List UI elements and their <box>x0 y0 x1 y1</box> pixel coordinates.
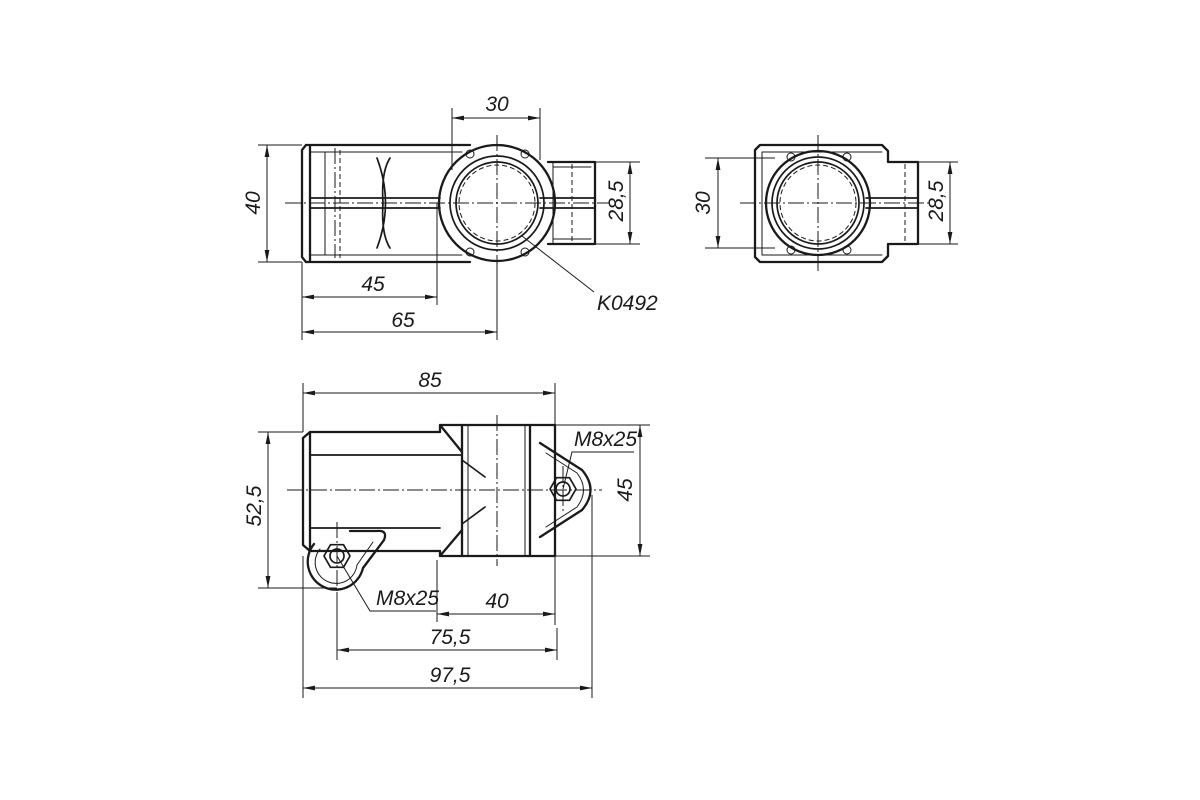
bottom-dim-52-5-extensions <box>258 431 337 589</box>
front-dim-40-label: 40 <box>242 191 265 215</box>
bolt-label-bottom: M8x25 <box>376 587 439 610</box>
side-dim-28-5-label: 28,5 <box>925 180 948 222</box>
bottom-dim-40-label: 40 <box>485 590 509 613</box>
front-dim-28-5-extensions <box>595 161 640 245</box>
bolt-label-bottom-leader <box>336 555 436 612</box>
bottom-transition <box>438 423 464 558</box>
side-ring-corner-br <box>842 245 852 255</box>
front-body-outline <box>300 143 472 264</box>
front-dim-65-label: 65 <box>391 309 415 332</box>
bottom-left-boss-outer <box>306 529 387 591</box>
front-dim-28-5-label: 28,5 <box>605 180 628 222</box>
bottom-dim-45-extensions <box>530 424 650 557</box>
bottom-view: 85 M8x25 45 52,5 M8x25 40 75,5 97,5 <box>243 369 650 698</box>
bottom-dim-97-5-extensions <box>302 495 593 698</box>
part-number-leader <box>521 235 595 293</box>
side-ring-corner-tl <box>786 152 796 162</box>
bolt-head-right-hex <box>549 476 577 502</box>
bottom-intersection-lines <box>461 459 486 525</box>
front-ring-corner-tr <box>520 149 530 159</box>
front-dim-45-label: 45 <box>361 273 385 296</box>
side-body-outline <box>753 143 920 264</box>
bottom-left-boss-inner <box>314 541 374 584</box>
bolt-label-top: M8x25 <box>574 428 637 451</box>
front-body-slot <box>309 197 441 209</box>
front-ring-corner-tl <box>465 149 475 159</box>
bolt-label-top-leader <box>562 451 634 490</box>
bottom-tube-inner-edges <box>309 454 463 529</box>
front-ring-corner-bl <box>465 247 475 257</box>
front-dim-30-label: 30 <box>485 93 509 116</box>
side-dim-30-label: 30 <box>692 191 715 215</box>
front-ring-corner-br <box>520 247 530 257</box>
side-clamp-slot <box>865 197 919 209</box>
front-view: 30 40 28,5 45 65 K0492 <box>242 93 658 340</box>
part-number-label: K0492 <box>597 292 658 315</box>
bottom-dim-97-5-label: 97,5 <box>430 664 471 687</box>
side-view: 30 28,5 <box>692 135 958 272</box>
front-clamp-slot <box>539 197 596 209</box>
side-ring-corner-bl <box>786 245 796 255</box>
front-clamp-tab <box>546 160 597 246</box>
bottom-dim-45-label: 45 <box>614 478 637 502</box>
front-dim-45-extensions <box>301 203 438 340</box>
bottom-dim-85-label: 85 <box>418 369 442 392</box>
bottom-dim-52-5-label: 52,5 <box>243 485 266 526</box>
bottom-dim-75-5-label: 75,5 <box>430 626 471 649</box>
side-ring-corner-tr <box>842 152 852 162</box>
